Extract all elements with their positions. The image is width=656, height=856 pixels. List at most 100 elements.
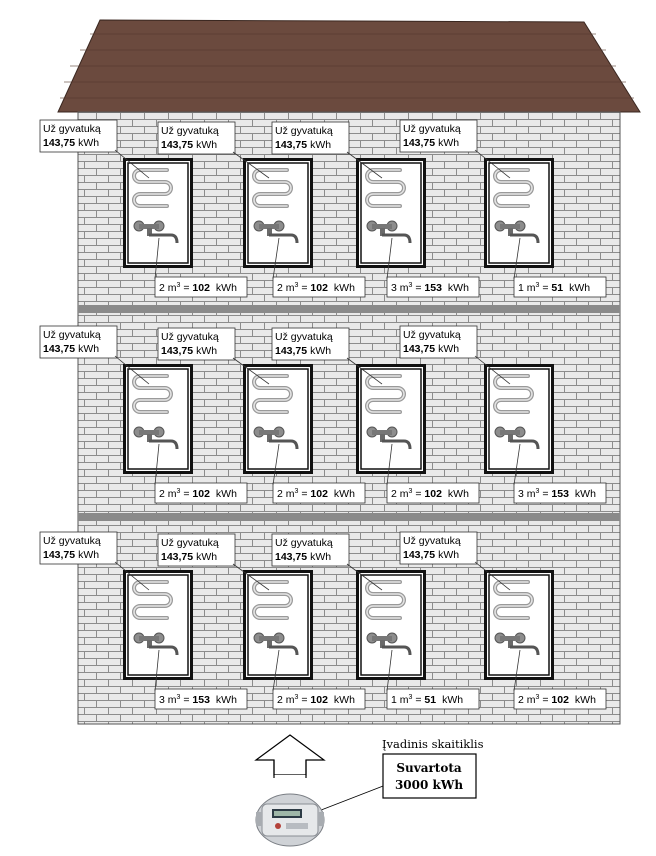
heater-label-text: Už gyvatuką [43,123,101,135]
heater-label-box [399,531,478,565]
heater-label-box [271,327,350,361]
water-energy-value: 153 [192,694,210,706]
heater-leader-line [346,563,383,591]
water-unit-exponent: 3 [295,488,299,495]
water-equals: = [539,694,551,706]
heater-label-box [157,533,236,567]
faucet-icon [253,426,299,450]
hot-water-label-box [513,482,607,504]
heater-leader-line [232,357,270,385]
heater-label-box [157,121,236,155]
heater-value: 143,75 [403,343,435,355]
water-equals: = [412,282,424,294]
heater-value: 143,75 [43,549,75,561]
water-equals: = [539,488,551,500]
water-quantity: 1 m [391,694,409,706]
faucet-icon [494,632,540,656]
water-equals: = [180,488,192,500]
water-energy-value: 102 [310,694,328,706]
total-label: Suvartota [396,761,462,775]
water-leader-line [154,443,160,486]
heater-unit: kWh [310,551,331,563]
water-energy-value: 102 [192,488,210,500]
heater-label-text: Už gyvatuką [43,535,101,547]
heater-unit: kWh [310,139,331,151]
towel-radiator-highlight [366,581,405,619]
water-equals: = [539,282,551,294]
water-leader-line [154,649,160,692]
window-pane [488,368,550,470]
water-equals: = [298,488,310,500]
window-pane [247,162,309,264]
water-leader-line [386,649,393,692]
water-energy-unit: kWh [334,282,355,294]
towel-radiator-highlight [253,375,292,413]
heater-value: 143,75 [275,551,307,563]
water-quantity: 3 m [159,694,177,706]
water-energy-unit: kWh [442,694,463,706]
meter-caption: Įvadinis skaitiklis [382,737,484,751]
towel-radiator-highlight [494,581,533,619]
faucet-icon [253,632,299,656]
faucet-icon [133,426,179,450]
water-unit-exponent: 3 [536,694,540,701]
towel-radiator-highlight [133,375,172,413]
water-leader-line [272,237,280,280]
water-energy-unit: kWh [334,488,355,500]
water-quantity: 2 m [518,694,536,706]
heater-value: 143,75 [275,345,307,357]
hot-water-label-box [513,276,607,298]
water-leader-line [513,443,521,486]
towel-radiator-highlight [494,375,533,413]
heater-leader-line [114,149,150,179]
water-energy-value: 102 [424,488,442,500]
water-unit-exponent: 3 [177,282,181,289]
towel-radiator-highlight [366,375,405,413]
water-energy-value: 102 [310,282,328,294]
water-quantity: 1 m [518,282,536,294]
window-pane [247,574,309,676]
water-quantity: 2 m [391,488,409,500]
water-leader-line [386,237,393,280]
heater-label-text: Už gyvatuką [403,123,461,135]
water-quantity: 2 m [159,488,177,500]
water-energy-unit: kWh [448,282,469,294]
heater-unit: kWh [196,345,217,357]
heater-value: 143,75 [403,549,435,561]
water-leader-line [272,443,280,486]
faucet-icon [366,632,412,656]
water-energy-unit: kWh [216,694,237,706]
heater-label-text: Už gyvatuką [275,537,333,549]
hot-water-label-box [386,688,480,710]
heater-unit: kWh [438,549,459,561]
heater-value: 143,75 [161,139,193,151]
heater-label-box [157,327,236,361]
hot-water-label-box [272,276,366,298]
heater-leader-line [474,561,511,591]
towel-radiator-highlight [133,581,172,619]
heater-label-box [271,533,350,567]
water-energy-unit: kWh [575,694,596,706]
